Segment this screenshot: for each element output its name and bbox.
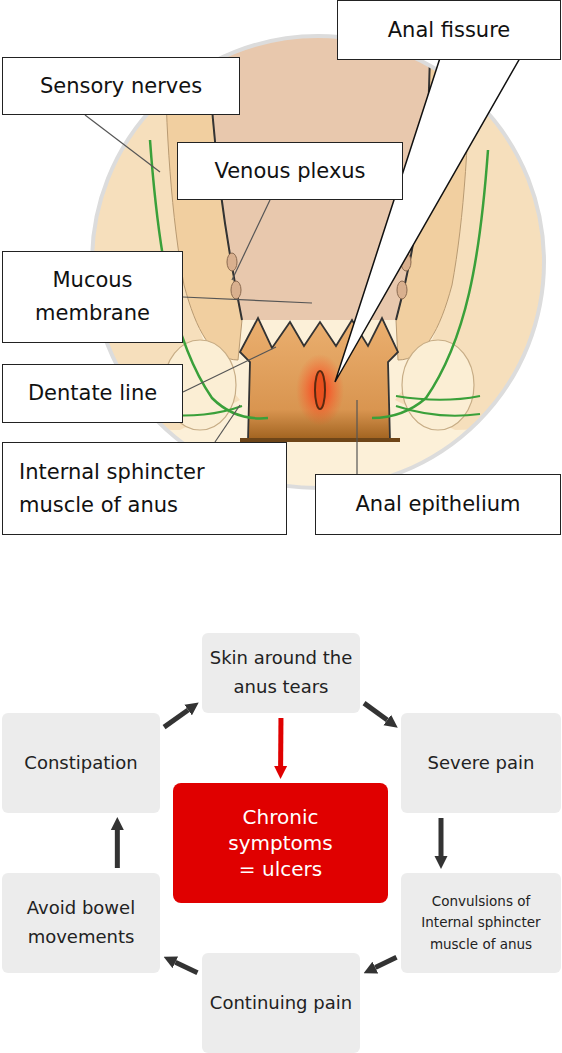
node-text: Sensory nerves: [40, 70, 202, 103]
nerve: [396, 396, 480, 400]
flow-arrow: [115, 830, 120, 868]
node-text: Mucous membrane: [19, 264, 166, 329]
anal-canal: [240, 318, 398, 440]
callout-label: Anal fissure: [337, 0, 561, 60]
callout-label: Sensory nerves: [2, 57, 240, 115]
callout-tail: [335, 58, 520, 382]
node-text: Dentate line: [28, 377, 157, 410]
flow-arrow: [439, 818, 444, 856]
flow-arrow: [375, 957, 396, 967]
process-box: Avoid bowel movements: [2, 873, 160, 973]
leader-line: [183, 347, 276, 392]
node-text: Constipation: [24, 749, 137, 778]
node-text: Internal sphincter muscle of anus: [19, 456, 270, 521]
fissure: [315, 371, 325, 409]
callout-label: Dentate line: [2, 364, 183, 423]
vein: [231, 281, 241, 299]
callout-label: Anal epithelium: [315, 474, 561, 535]
flow-arrow: [164, 710, 188, 727]
vein: [397, 281, 407, 299]
result-box: Chronic symptoms = ulcers: [173, 783, 388, 903]
flow-arrow: [364, 703, 387, 720]
node-text: Venous plexus: [214, 155, 365, 188]
process-box: Continuing pain: [202, 953, 360, 1053]
node-text: Skin around the anus tears: [208, 644, 354, 702]
node-text: Severe pain: [428, 749, 535, 778]
node-text: Continuing pain: [210, 989, 352, 1018]
process-box: Convulsions of Internal sphincter muscle…: [401, 873, 561, 973]
leader-line: [232, 200, 270, 280]
callout-label: Internal sphincter muscle of anus: [2, 442, 287, 535]
callout-label: Venous plexus: [177, 142, 403, 200]
process-box: Severe pain: [401, 713, 561, 813]
right-sphincter: [402, 340, 474, 430]
callout-label: Mucous membrane: [2, 251, 183, 343]
leader-line: [183, 297, 312, 303]
nerve: [396, 406, 480, 416]
node-text: Anal epithelium: [355, 488, 520, 521]
node-text: Convulsions of Internal sphincter muscle…: [405, 891, 557, 956]
process-box: Skin around the anus tears: [202, 633, 360, 713]
process-box: Constipation: [2, 713, 160, 813]
leader-line: [85, 115, 160, 172]
flow-arrow: [278, 718, 283, 766]
flow-arrow: [175, 962, 197, 973]
vein: [227, 253, 237, 271]
node-text: Avoid bowel movements: [8, 894, 154, 952]
leader-line: [356, 400, 357, 474]
node-text: Anal fissure: [388, 14, 511, 47]
leader-line: [215, 405, 240, 442]
fissure-inflammation: [296, 354, 344, 426]
node-text: Chronic symptoms = ulcers: [226, 804, 336, 882]
